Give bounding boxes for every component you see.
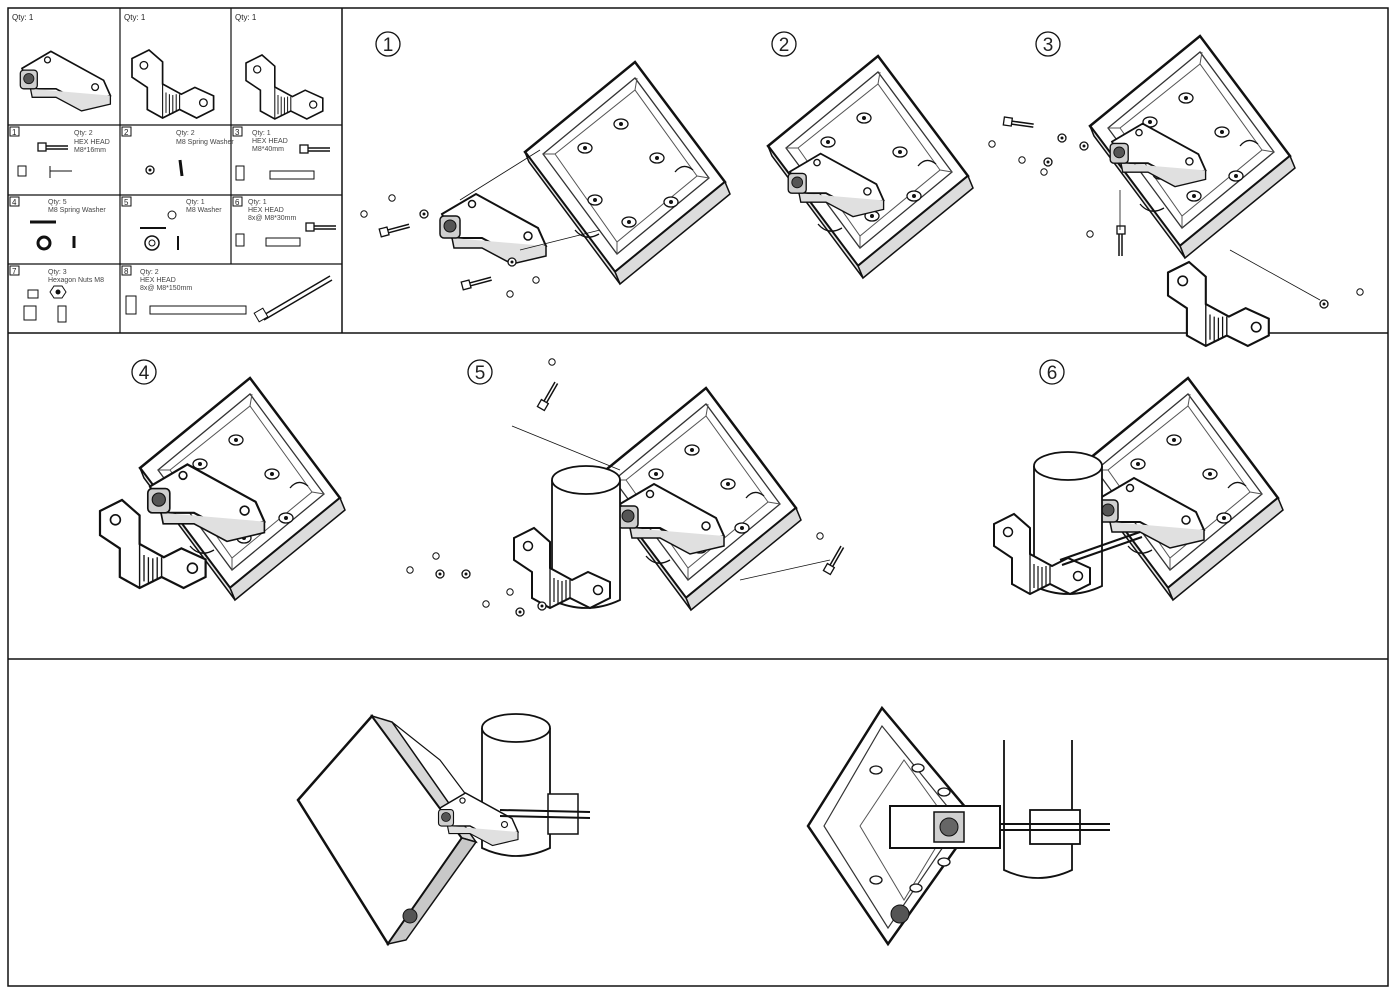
hardware-number: 7 — [12, 267, 17, 276]
final-view-rear — [808, 708, 1110, 944]
step-3: 3 — [989, 32, 1363, 346]
step-number: 4 — [139, 363, 150, 384]
hardware-number: 6 — [235, 198, 240, 207]
step-4: 4 — [100, 360, 345, 600]
part-qty-label: Qty: 1 — [235, 13, 257, 22]
hardware-desc: HEX HEAD — [252, 138, 288, 145]
step-number: 3 — [1043, 35, 1054, 56]
hardware-desc: HEX HEAD — [248, 207, 284, 214]
hardware-qty: Qty: 1 — [186, 199, 205, 206]
hardware-qty: Qty: 2 — [74, 130, 93, 137]
bracket-part-drawing — [20, 51, 110, 111]
part-cell-clamp-a: Qty: 1 — [124, 13, 214, 118]
hardware-number: 8 — [124, 267, 129, 276]
hardware-number: 1 — [12, 128, 17, 137]
hardware-desc: HEX HEAD — [74, 139, 110, 146]
hardware-spec: 8x@ M8*30mm — [248, 215, 297, 222]
part-qty-label: Qty: 1 — [12, 13, 34, 22]
step-5: 5 — [407, 359, 846, 616]
step-number: 2 — [779, 35, 790, 56]
hardware-desc: HEX HEAD — [140, 277, 176, 284]
step-number: 5 — [475, 363, 486, 384]
hardware-number: 5 — [124, 198, 129, 207]
part-qty-label: Qty: 1 — [124, 13, 146, 22]
hardware-cell-4: 4 Qty: 5 M8 Spring Washer — [10, 197, 106, 249]
step-number: 6 — [1047, 363, 1058, 384]
hardware-number: 3 — [235, 128, 240, 137]
hardware-cell-1: 1 Qty: 2 HEX HEAD M8*16mm — [10, 127, 110, 178]
hardware-qty: Qty: 3 — [48, 269, 67, 276]
hardware-desc: M8 Spring Washer — [176, 139, 234, 146]
hardware-cell-6: 6 Qty: 1 HEX HEAD 8x@ M8*30mm — [233, 197, 336, 246]
step-number: 1 — [383, 35, 394, 56]
hardware-qty: Qty: 2 — [176, 130, 195, 137]
bracket — [440, 194, 546, 264]
hardware-cell-3: 3 Qty: 1 HEX HEAD M8*40mm — [233, 127, 330, 180]
hardware-cell-5: 5 Qty: 1 M8 Washer — [122, 197, 222, 250]
clamp-part-drawing — [132, 50, 214, 118]
hardware-cell-7: 7 Qty: 3 Hexagon Nuts M8 — [10, 266, 104, 322]
hardware-number: 4 — [12, 198, 17, 207]
hardware-qty: Qty: 5 — [48, 199, 67, 206]
step-6: 6 — [994, 360, 1283, 600]
hardware-qty: Qty: 1 — [248, 199, 267, 206]
hardware-desc: M8 Spring Washer — [48, 207, 106, 214]
clamp-part-drawing — [246, 55, 323, 119]
step-2: 2 — [768, 32, 973, 278]
hardware-spec: 8x@ M8*150mm — [140, 285, 192, 292]
antenna-panel — [1078, 378, 1283, 600]
hardware-number: 2 — [124, 128, 129, 137]
hardware-cell-2: 2 Qty: 2 M8 Spring Washer — [122, 127, 234, 176]
part-cell-clamp-b: Qty: 1 — [235, 13, 323, 119]
mounting-pole — [1004, 740, 1072, 878]
hardware-qty: Qty: 1 — [252, 130, 271, 137]
step-1: 1 — [361, 32, 730, 297]
hardware-desc: M8 Washer — [186, 207, 222, 214]
part-cell-bracket: Qty: 1 — [12, 13, 110, 111]
hardware-cell-8: 8 Qty: 2 HEX HEAD 8x@ M8*150mm — [122, 266, 332, 322]
hardware-desc: Hexagon Nuts M8 — [48, 277, 104, 284]
hardware-spec: M8*16mm — [74, 147, 106, 154]
antenna-panel — [525, 62, 730, 284]
hardware-spec: M8*40mm — [252, 146, 284, 153]
final-view-front — [298, 714, 590, 944]
hardware-qty: Qty: 2 — [140, 269, 159, 276]
